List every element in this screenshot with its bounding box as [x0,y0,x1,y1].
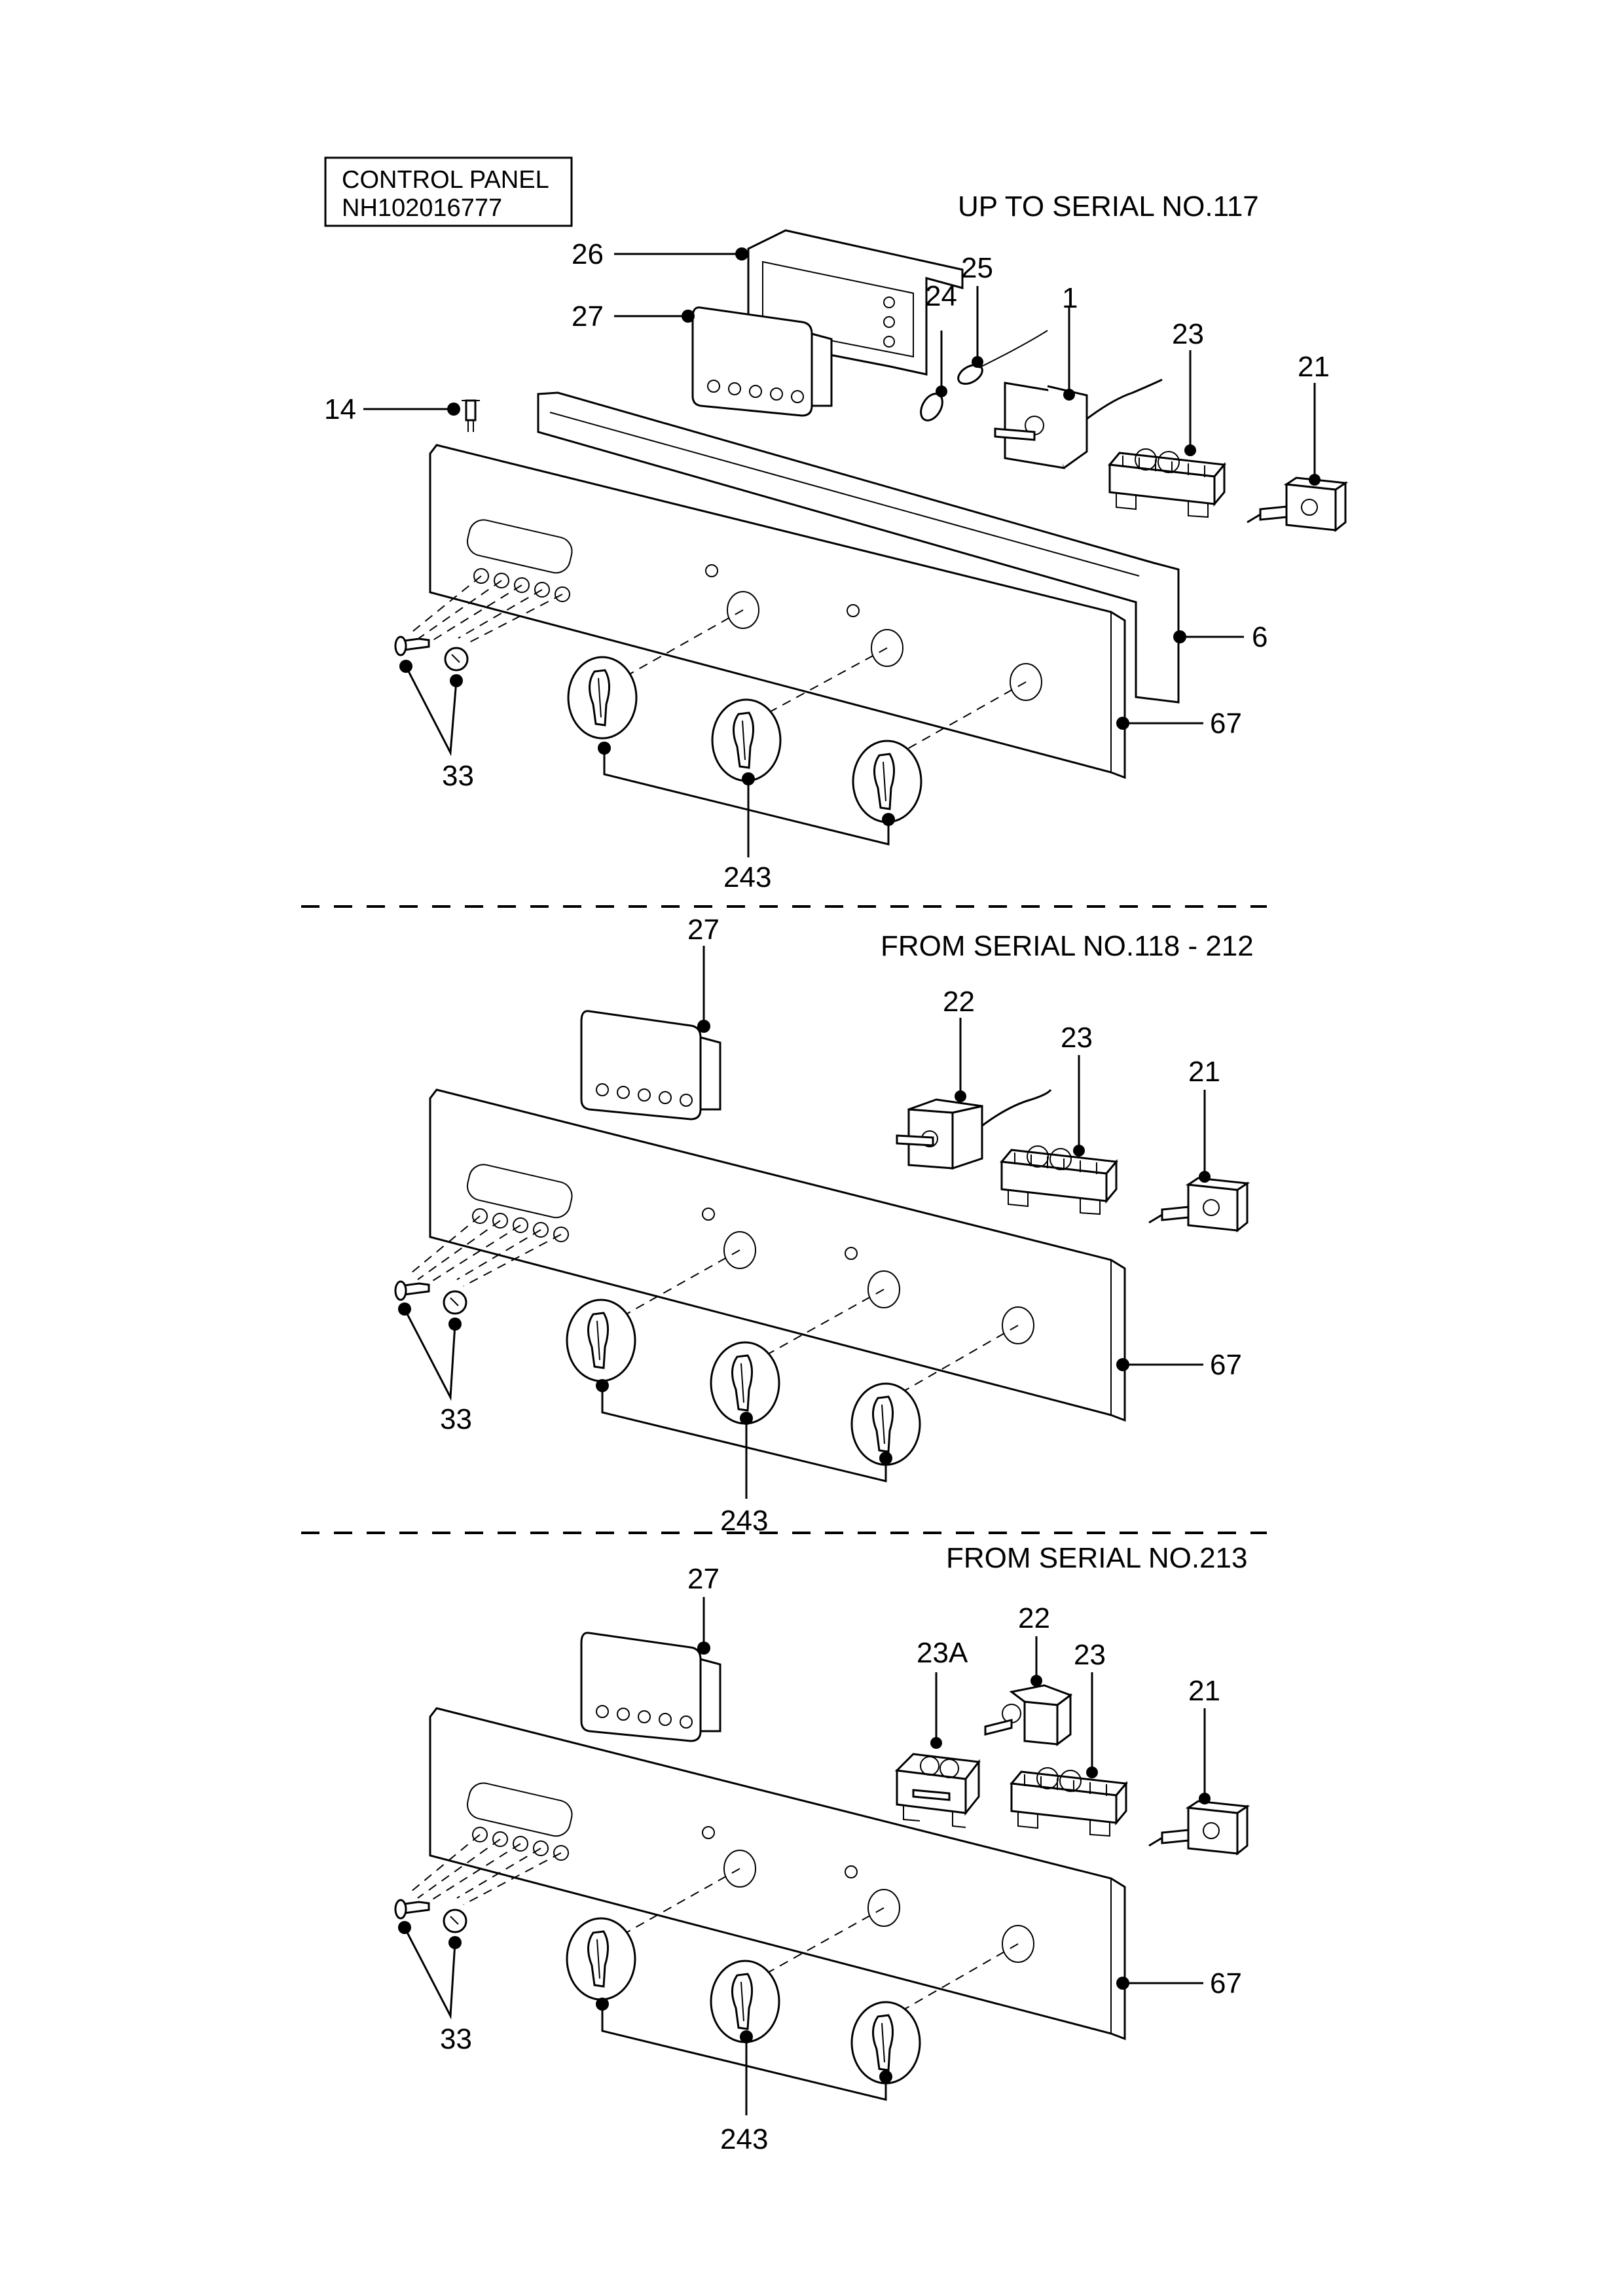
knob-1 [566,1917,636,2001]
label-14: 14 [324,393,356,425]
label-27: 27 [687,1563,720,1595]
part-25-lamp [957,330,1048,385]
part-21-thermostat [1148,1800,1249,1855]
label-21: 21 [1188,1056,1220,1088]
part-33-screw [394,1899,430,1920]
part-23-selector-switch [1108,448,1226,518]
knob-1 [567,656,638,740]
section-1: UP TO SERIAL NO.117 [324,190,1347,893]
part-22-thermostat [896,1089,1052,1170]
knob-2 [710,1341,780,1425]
label-243: 243 [720,2123,768,2155]
part-23-selector-switch [1010,1767,1127,1837]
label-22: 22 [1018,1602,1050,1634]
part-67-control-panel [429,1088,1126,1422]
part-33-screw [394,636,430,656]
label-33: 33 [440,1403,472,1435]
label-67: 67 [1210,1967,1242,2000]
part-1-thermostat [994,378,1163,469]
knob-2 [710,1960,780,2043]
part-23-selector-switch [1000,1145,1118,1215]
label-21: 21 [1298,351,1330,383]
title-line-1: CONTROL PANEL [342,166,549,194]
section-2: FROM SERIAL NO.118 - 212 [394,914,1254,1537]
label-22: 22 [943,986,975,1018]
label-67: 67 [1210,708,1242,740]
part-33-bezel [443,1909,467,1933]
part-21-thermostat [1246,476,1347,531]
label-24: 24 [925,280,957,312]
part-67-control-panel [429,1707,1126,2041]
part-21-thermostat [1148,1177,1249,1232]
label-243: 243 [723,861,771,893]
label-26: 26 [572,238,604,270]
section-3: FROM SERIAL NO.213 [394,1542,1249,2155]
part-67-control-panel [429,444,1126,780]
section-header: UP TO SERIAL NO.117 [958,190,1259,223]
part-22-regulator [984,1684,1073,1746]
section-header: FROM SERIAL NO.118 - 212 [881,930,1254,962]
title-box [324,156,573,227]
label-33: 33 [440,2023,472,2055]
label-27: 27 [572,300,604,332]
knob-2 [711,698,782,782]
label-23: 23 [1172,318,1204,350]
label-67: 67 [1210,1349,1242,1381]
label-25: 25 [961,252,993,284]
part-33-bezel [444,647,469,672]
part-6-rear-support [537,391,1180,704]
label-21: 21 [1188,1675,1220,1707]
label-27: 27 [687,914,720,946]
label-23: 23 [1074,1639,1106,1671]
label-1: 1 [1062,282,1078,314]
label-23: 23 [1061,1022,1093,1054]
knob-1 [566,1299,636,1382]
part-23A-switch [894,1753,981,1828]
part-33-screw [394,1280,430,1301]
title-line-2: NH102016777 [342,194,502,222]
label-243: 243 [720,1505,768,1537]
section-header: FROM SERIAL NO.213 [946,1542,1248,1574]
label-6: 6 [1252,621,1267,653]
label-23A: 23A [917,1637,968,1669]
part-14-clip [462,399,480,432]
part-33-bezel [443,1290,467,1315]
knob-3 [852,740,922,823]
label-33: 33 [442,760,474,792]
